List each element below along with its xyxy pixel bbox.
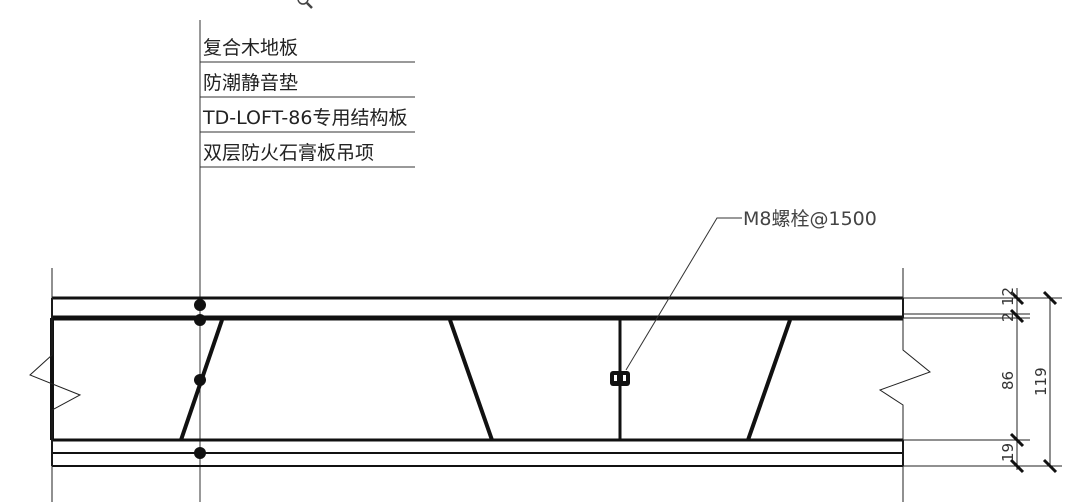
top-floor-layer [51, 296, 904, 321]
magnifier-icon[interactable] [297, 0, 313, 9]
dimension-lines [903, 288, 1062, 470]
bottom-ceiling-layer [51, 440, 904, 467]
callout-underlines [200, 61, 415, 168]
break-symbol-right [878, 268, 932, 502]
leader-dots [194, 299, 206, 459]
callout-item-gypsum-ceiling: 双层防火石膏板吊项 [203, 141, 374, 164]
dim-total: 119 [1032, 367, 1050, 396]
structural-core [50, 318, 903, 442]
callout-item-underlay: 防潮静音垫 [203, 72, 298, 94]
bolt-label: M8螺栓@1500 [743, 208, 877, 230]
bolt-leader-line [625, 217, 742, 371]
break-symbol-left [29, 268, 82, 502]
callout-item-flooring: 复合木地板 [203, 37, 298, 59]
dim-top-layer: 12 [999, 287, 1017, 306]
dim-core: 86 [999, 371, 1017, 390]
dim-gap: 2 [999, 312, 1017, 322]
bolt-icon [610, 371, 630, 386]
callout-item-structural-board: TD-LOFT-86专用结构板 [202, 107, 407, 129]
dim-bottom-layer: 19 [999, 443, 1017, 462]
dimension-ticks [1009, 290, 1058, 474]
